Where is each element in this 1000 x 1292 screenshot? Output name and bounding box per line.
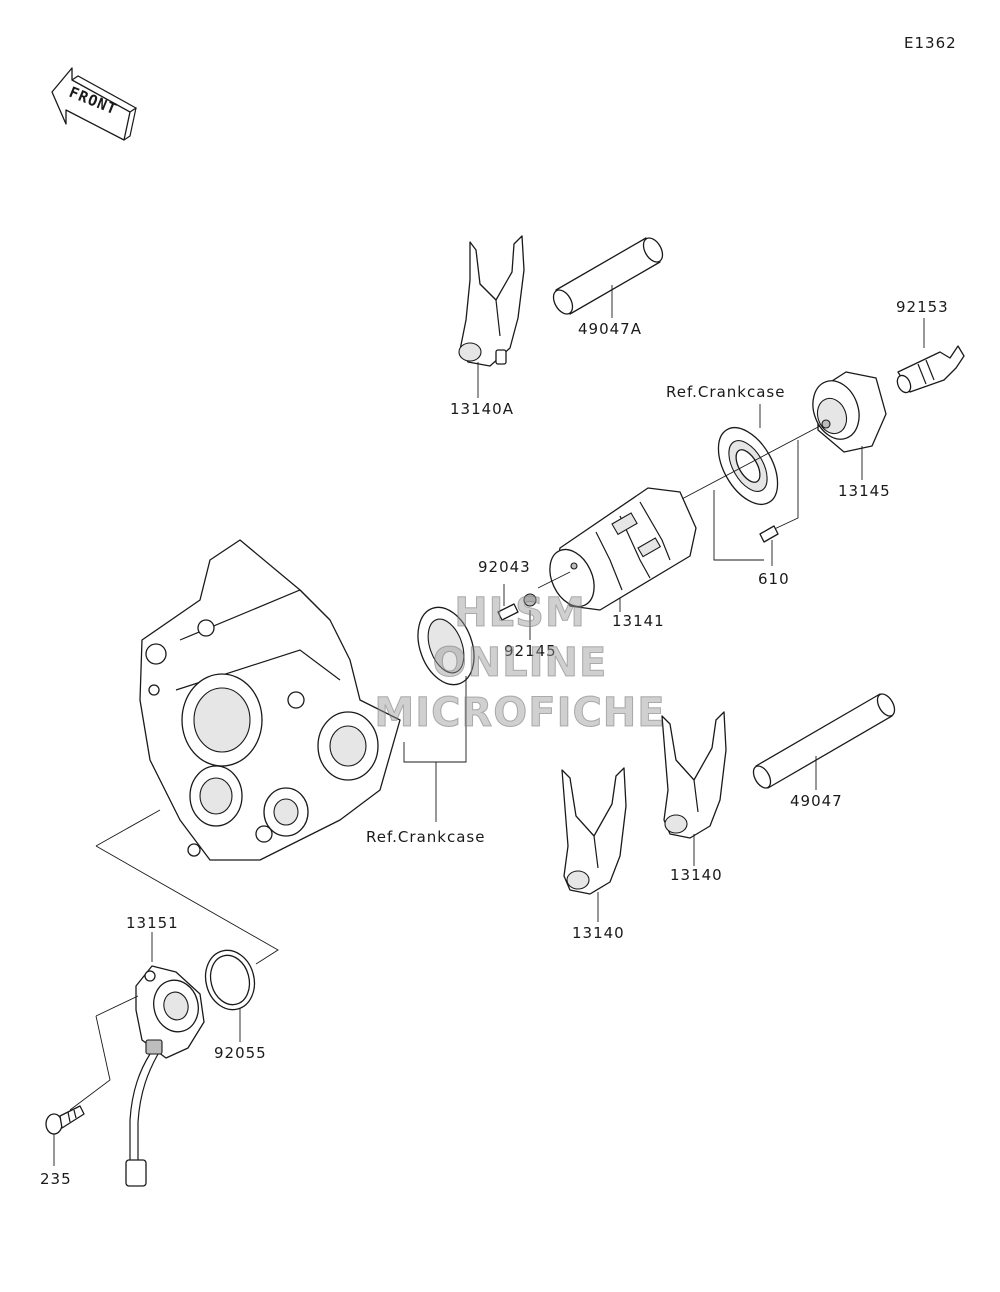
callout-235: 235 [40,1170,72,1188]
spring-92145 [523,593,537,607]
callout-49047a: 49047A [578,320,642,338]
callout-13140-left: 13140 [572,924,625,942]
bearing-ref-crankcase [717,427,779,505]
watermark-line-1: HLSM [454,590,586,637]
watermark-line-2: ONLINE [432,640,608,687]
callout-92153: 92153 [896,298,949,316]
sheet-code: E1362 [904,34,957,52]
callout-13145: 13145 [838,482,891,500]
shift-fork-13140-left [561,767,627,895]
callout-49047: 49047 [790,792,843,810]
needle-bearing-ref-crankcase [417,606,475,686]
callout-92145: 92145 [504,642,557,660]
shift-drum-13141 [549,487,697,611]
pin-92153 [896,345,965,394]
callout-13141: 13141 [612,612,665,630]
gear-position-sensor-13151 [125,965,205,1187]
o-ring-92055 [204,949,256,1011]
shift-drum-cam-13145 [812,371,887,453]
dowel-pin-610 [759,525,779,543]
shift-fork-13140-right [661,711,727,839]
callout-13140a: 13140A [450,400,514,418]
callout-13151: 13151 [126,914,179,932]
shift-rod-49047a [552,237,664,315]
shift-rod-49047 [752,693,896,789]
crankcase-housing [139,539,401,861]
callout-92055: 92055 [214,1044,267,1062]
watermark-line-3: MICROFICHE [374,690,666,737]
bolt-235 [45,1105,85,1135]
callout-ref-crankcase-bottom: Ref.Crankcase [366,828,486,846]
callout-92043: 92043 [478,558,531,576]
pin-92043 [497,603,519,621]
shift-fork-13140a [458,235,525,367]
callout-13140-right: 13140 [670,866,723,884]
callout-ref-crankcase-top: Ref.Crankcase [666,383,786,401]
front-arrow-icon: FRONT [51,67,138,141]
callout-610: 610 [758,570,790,588]
